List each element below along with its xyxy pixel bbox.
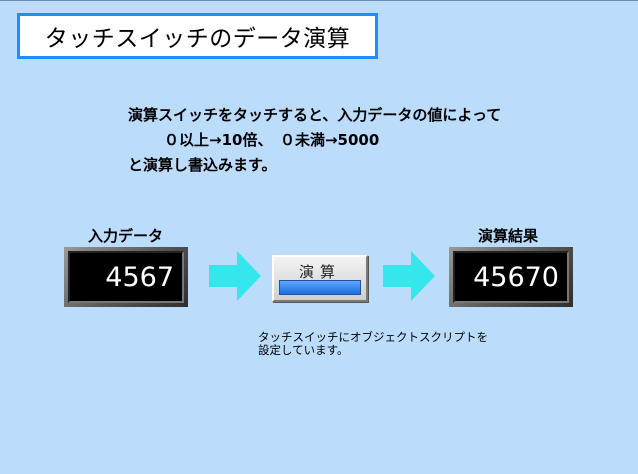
calculate-button[interactable]: 演算 xyxy=(272,255,368,302)
arrow-right-icon xyxy=(383,251,435,301)
title-box: タッチスイッチのデータ演算 xyxy=(17,13,378,59)
description-line-3: と演算し書込みます。 xyxy=(128,156,277,174)
script-note-line-2: 設定しています。 xyxy=(258,343,349,357)
input-data-value: 4567 xyxy=(68,251,184,303)
input-data-label: 入力データ xyxy=(88,227,164,245)
window-top-border xyxy=(0,0,638,1)
script-note: タッチスイッチにオブジェクトスクリプトを 設定しています。 xyxy=(258,331,488,357)
description-line-2: ０以上→10倍、 ０未満→5000 xyxy=(164,131,380,149)
result-label: 演算結果 xyxy=(478,227,539,245)
input-data-display: 4567 xyxy=(64,247,188,307)
calculate-button-indicator xyxy=(279,280,361,295)
description-line-1: 演算スイッチをタッチすると、入力データの値によって xyxy=(128,106,502,124)
script-note-line-1: タッチスイッチにオブジェクトスクリプトを xyxy=(258,330,488,344)
arrow-right-icon xyxy=(209,251,261,301)
calculate-button-label: 演算 xyxy=(298,263,341,281)
result-value: 45670 xyxy=(453,251,569,303)
result-display: 45670 xyxy=(449,247,573,307)
page-title: タッチスイッチのデータ演算 xyxy=(44,26,351,52)
